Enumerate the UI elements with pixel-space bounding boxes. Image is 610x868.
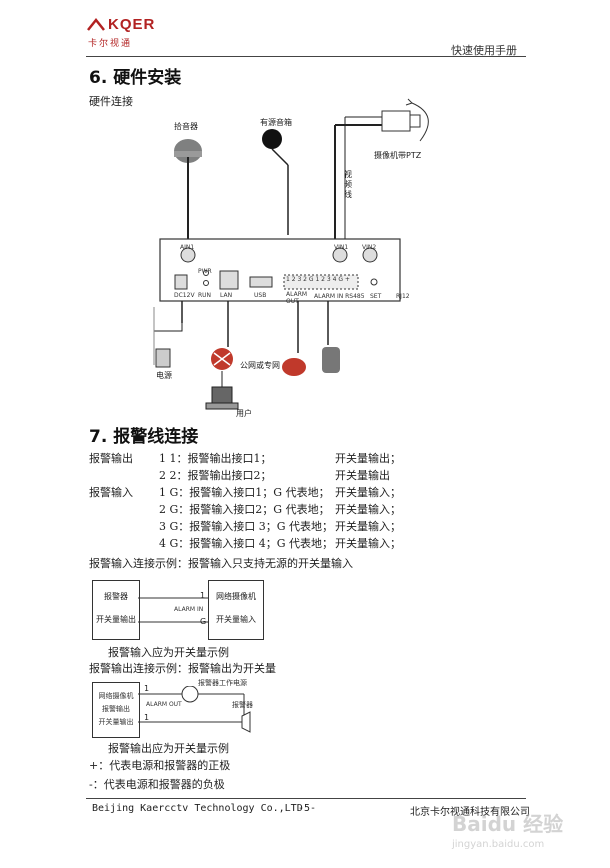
label-lan: LAN bbox=[220, 292, 233, 299]
output-power-label: 报警器工作电源 bbox=[198, 679, 247, 687]
hardware-diagram bbox=[153, 98, 429, 410]
manual-title: 快速使用手册 bbox=[451, 44, 517, 57]
input-wire-label: ALARM IN bbox=[174, 606, 204, 613]
label-network: 公网或专网 bbox=[240, 361, 280, 370]
logo-subtitle: 卡尔视通 bbox=[88, 39, 133, 49]
footer-company: Beijing Kaercctv Technology Co.,LTD bbox=[92, 803, 303, 814]
label-alarm-out: ALARM OUT bbox=[286, 291, 308, 305]
input-pin-bottom: G bbox=[200, 617, 207, 626]
table-row: 3 G：报警输入接口 3；G 代表地； 开关量输入； bbox=[159, 520, 401, 533]
ptz-camera bbox=[381, 110, 411, 132]
table-row: 报警输入 1 G：报警输入接口1；G 代表地； 开关量输入； bbox=[89, 486, 401, 499]
logo-mark: KQER bbox=[108, 16, 156, 33]
alarm-siren bbox=[282, 358, 306, 376]
watermark-text: Baidu 经验 bbox=[452, 812, 564, 836]
label-pwr: PWR bbox=[198, 268, 212, 275]
table-row: 4 G：报警输入接口 4；G 代表地； 开关量输入； bbox=[159, 537, 401, 550]
note-minus: -：代表电源和报警器的负极 bbox=[89, 778, 225, 791]
label-run: RUN bbox=[198, 292, 212, 299]
watermark-url: jingyan.baidu.com bbox=[452, 839, 545, 850]
power-adapter bbox=[155, 348, 171, 368]
input-example-title: 报警输入连接示例：报警输入只支持无源的开关量输入 bbox=[89, 557, 353, 570]
label-rj12: RJ12 bbox=[396, 293, 410, 300]
label-ptz-camera: 摄像机带PTZ bbox=[374, 151, 422, 160]
output-wires bbox=[138, 686, 251, 733]
footer-page: -5- bbox=[298, 803, 317, 814]
table-row: 2 G：报警输入接口2；G 代表地； 开关量输入； bbox=[159, 503, 401, 516]
camera-input-box: 网络摄像机 开关量输入 bbox=[208, 580, 264, 640]
footer-company-cn: 北京卡尔视通科技有限公司 bbox=[410, 807, 530, 818]
logo-icon bbox=[87, 18, 105, 31]
output-device-label: 报警器 bbox=[232, 701, 253, 709]
output-wire-label: ALARM OUT bbox=[146, 701, 182, 708]
footer-rule bbox=[86, 798, 526, 799]
section7-title: 7. 报警线连接 bbox=[89, 427, 199, 447]
user-computer bbox=[211, 386, 233, 404]
label-ain1: AIN1 bbox=[180, 244, 195, 251]
label-speaker: 有源音箱 bbox=[260, 118, 292, 127]
table-row: 报警输出 1 1：报警输出接口1； 开关量输出； bbox=[89, 452, 401, 465]
label-usb: USB bbox=[254, 292, 267, 299]
alarm-source-box: 报警器 开关量输出 bbox=[92, 580, 140, 640]
label-set: SET bbox=[370, 293, 382, 300]
output-pin-top: 1 bbox=[144, 684, 150, 693]
label-alarm-in: ALARM IN RS485 bbox=[314, 293, 365, 300]
alarm-sensor bbox=[322, 347, 340, 373]
camera-output-box: 网络摄像机 报警输出 开关量输出 bbox=[92, 682, 140, 738]
label-pickup: 拾音器 bbox=[174, 122, 198, 131]
input-wires bbox=[138, 597, 208, 623]
output-example-title: 报警输出连接示例：报警输出为开关量 bbox=[89, 662, 276, 675]
output-caption: 报警输出应为开关量示例 bbox=[108, 742, 229, 755]
logo: KQER 卡尔视通 bbox=[86, 16, 166, 50]
speaker-device bbox=[262, 129, 282, 149]
label-video-line: 视频线 bbox=[344, 170, 352, 199]
section6-title: 6. 硬件安装 bbox=[89, 68, 182, 88]
label-vin1: VIN1 bbox=[334, 244, 349, 251]
table-row: 2 2：报警输出接口2； 开关量输出 bbox=[159, 469, 390, 482]
note-plus: +：代表电源和报警器的正极 bbox=[89, 759, 231, 772]
label-terminal-nums: 1 2 3 2 G 1 2 3 4 G + bbox=[286, 276, 350, 283]
label-vin2: VIN2 bbox=[362, 244, 377, 251]
input-pin-top: 1 bbox=[200, 591, 206, 600]
output-pin-bottom: 1 bbox=[144, 713, 150, 722]
baidu-watermark: Baidu 经验 jingyan.baidu.com bbox=[452, 808, 602, 860]
device-body bbox=[159, 238, 401, 302]
input-caption: 报警输入应为开关量示例 bbox=[108, 646, 229, 659]
header-rule bbox=[86, 56, 526, 57]
label-power: 电源 bbox=[156, 371, 172, 380]
label-dc12v: DC12V bbox=[174, 292, 195, 299]
label-user: 用户 bbox=[236, 409, 252, 418]
alarm-table: 报警输出 1 1：报警输出接口1； 开关量输出； 2 2：报警输出接口2； 开关… bbox=[89, 450, 509, 552]
section6-subtitle: 硬件连接 bbox=[89, 95, 133, 108]
